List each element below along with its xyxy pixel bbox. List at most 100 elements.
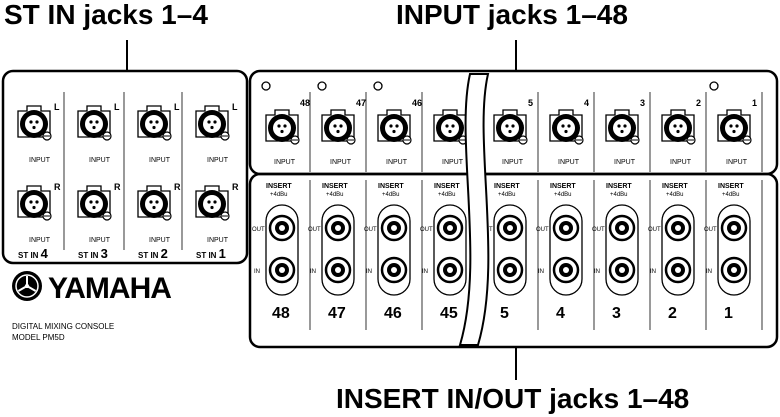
jack-label: INPUT [207, 157, 229, 164]
in-label: IN [538, 269, 544, 275]
side-label-l: L [174, 102, 180, 112]
insert-channel-number: 3 [612, 305, 621, 322]
jack-label: INPUT [29, 237, 51, 244]
insert-in-jack [324, 256, 352, 284]
input-xlr-jack [717, 109, 752, 145]
jack-bracket [605, 204, 639, 296]
yamaha-logo [12, 271, 42, 301]
in-label: IN [594, 269, 600, 275]
jack-label: INPUT [89, 237, 111, 244]
st-in-channel-label: ST IN 2 [138, 246, 168, 261]
insert-panel [248, 172, 779, 349]
side-label-l: L [232, 102, 238, 112]
input-xlr-jack [321, 109, 356, 145]
st-in-xlr-r-jack [17, 185, 52, 221]
insert-out-jack [380, 214, 408, 242]
insert-out-jack [324, 214, 352, 242]
jack-bracket [321, 204, 355, 296]
jack-label: INPUT [29, 157, 51, 164]
insert-level: +4dBu [438, 192, 456, 198]
insert-out-jack [436, 214, 464, 242]
in-label: IN [254, 269, 260, 275]
in-label: IN [706, 269, 712, 275]
ground-screw-icon [261, 81, 271, 91]
in-label: IN [366, 269, 372, 275]
insert-in-jack [720, 256, 748, 284]
st-in-xlr-l-jack [137, 105, 172, 141]
st-in-xlr-l-jack [77, 105, 112, 141]
insert-channel-number: 46 [384, 305, 402, 322]
insert-out-jack [664, 214, 692, 242]
jack-label: INPUT [726, 159, 748, 166]
side-label-r: R [54, 182, 61, 192]
jack-label: INPUT [207, 237, 229, 244]
jack-label: INPUT [149, 237, 171, 244]
jack-bracket [493, 204, 527, 296]
jack-label: INPUT [89, 157, 111, 164]
insert-level: +4dBu [326, 192, 344, 198]
jack-label: INPUT [558, 159, 580, 166]
input-channel-number: 1 [752, 98, 757, 108]
insert-header: INSERT [718, 183, 744, 190]
insert-header: INSERT [606, 183, 632, 190]
insert-channel-number: 45 [440, 305, 458, 322]
input-channel-number: 48 [300, 98, 310, 108]
jack-label: INPUT [149, 157, 171, 164]
insert-in-jack [552, 256, 580, 284]
jack-bracket [377, 204, 411, 296]
input-xlr-jack [433, 109, 468, 145]
insert-header: INSERT [266, 183, 292, 190]
insert-channel-number: 4 [556, 305, 565, 322]
st-in-callout: ST IN jacks 1–4 [4, 0, 208, 30]
out-label: OUT [364, 227, 377, 233]
insert-channel-number: 5 [500, 305, 509, 322]
input-xlr-jack [549, 109, 584, 145]
insert-in-jack [268, 256, 296, 284]
st-in-channel-label: ST IN 1 [196, 246, 226, 261]
out-label: OUT [704, 227, 717, 233]
jack-label: INPUT [386, 159, 408, 166]
insert-out-jack [268, 214, 296, 242]
jack-label: INPUT [330, 159, 352, 166]
insert-header: INSERT [550, 183, 576, 190]
input-channel-number: 3 [640, 98, 645, 108]
input-xlr-jack [493, 109, 528, 145]
insert-out-jack [608, 214, 636, 242]
side-label-r: R [232, 182, 239, 192]
model-line-1: DIGITAL MIXING CONSOLE [12, 322, 114, 331]
input-xlr-jack [265, 109, 300, 145]
in-label: IN [650, 269, 656, 275]
insert-callout: INSERT IN/OUT jacks 1–48 [336, 383, 690, 414]
input-xlr-jack [605, 109, 640, 145]
jack-label: INPUT [502, 159, 524, 166]
insert-channel-number: 48 [272, 305, 290, 322]
out-label: OUT [252, 227, 265, 233]
jack-bracket [433, 204, 467, 296]
jack-bracket [549, 204, 583, 296]
insert-out-jack [552, 214, 580, 242]
st-in-panel [1, 69, 249, 265]
st-in-xlr-l-jack [17, 105, 52, 141]
jack-label: INPUT [614, 159, 636, 166]
insert-in-jack [380, 256, 408, 284]
st-in-channel-label: ST IN 4 [18, 246, 49, 261]
out-label: OUT [420, 227, 433, 233]
input-channel-number: 5 [528, 98, 533, 108]
side-label-l: L [54, 102, 60, 112]
st-in-xlr-l-jack [195, 105, 230, 141]
insert-header: INSERT [662, 183, 688, 190]
insert-level: +4dBu [270, 192, 288, 198]
in-label: IN [310, 269, 316, 275]
insert-in-jack [436, 256, 464, 284]
side-label-r: R [174, 182, 181, 192]
model-line-2: MODEL PM5D [12, 333, 65, 342]
out-label: OUT [536, 227, 549, 233]
insert-header: INSERT [434, 183, 460, 190]
in-label: IN [422, 269, 428, 275]
insert-out-jack [720, 214, 748, 242]
insert-channel-number: 2 [668, 305, 677, 322]
insert-level: +4dBu [554, 192, 572, 198]
insert-level: +4dBu [666, 192, 684, 198]
input-channel-number: 46 [412, 98, 422, 108]
